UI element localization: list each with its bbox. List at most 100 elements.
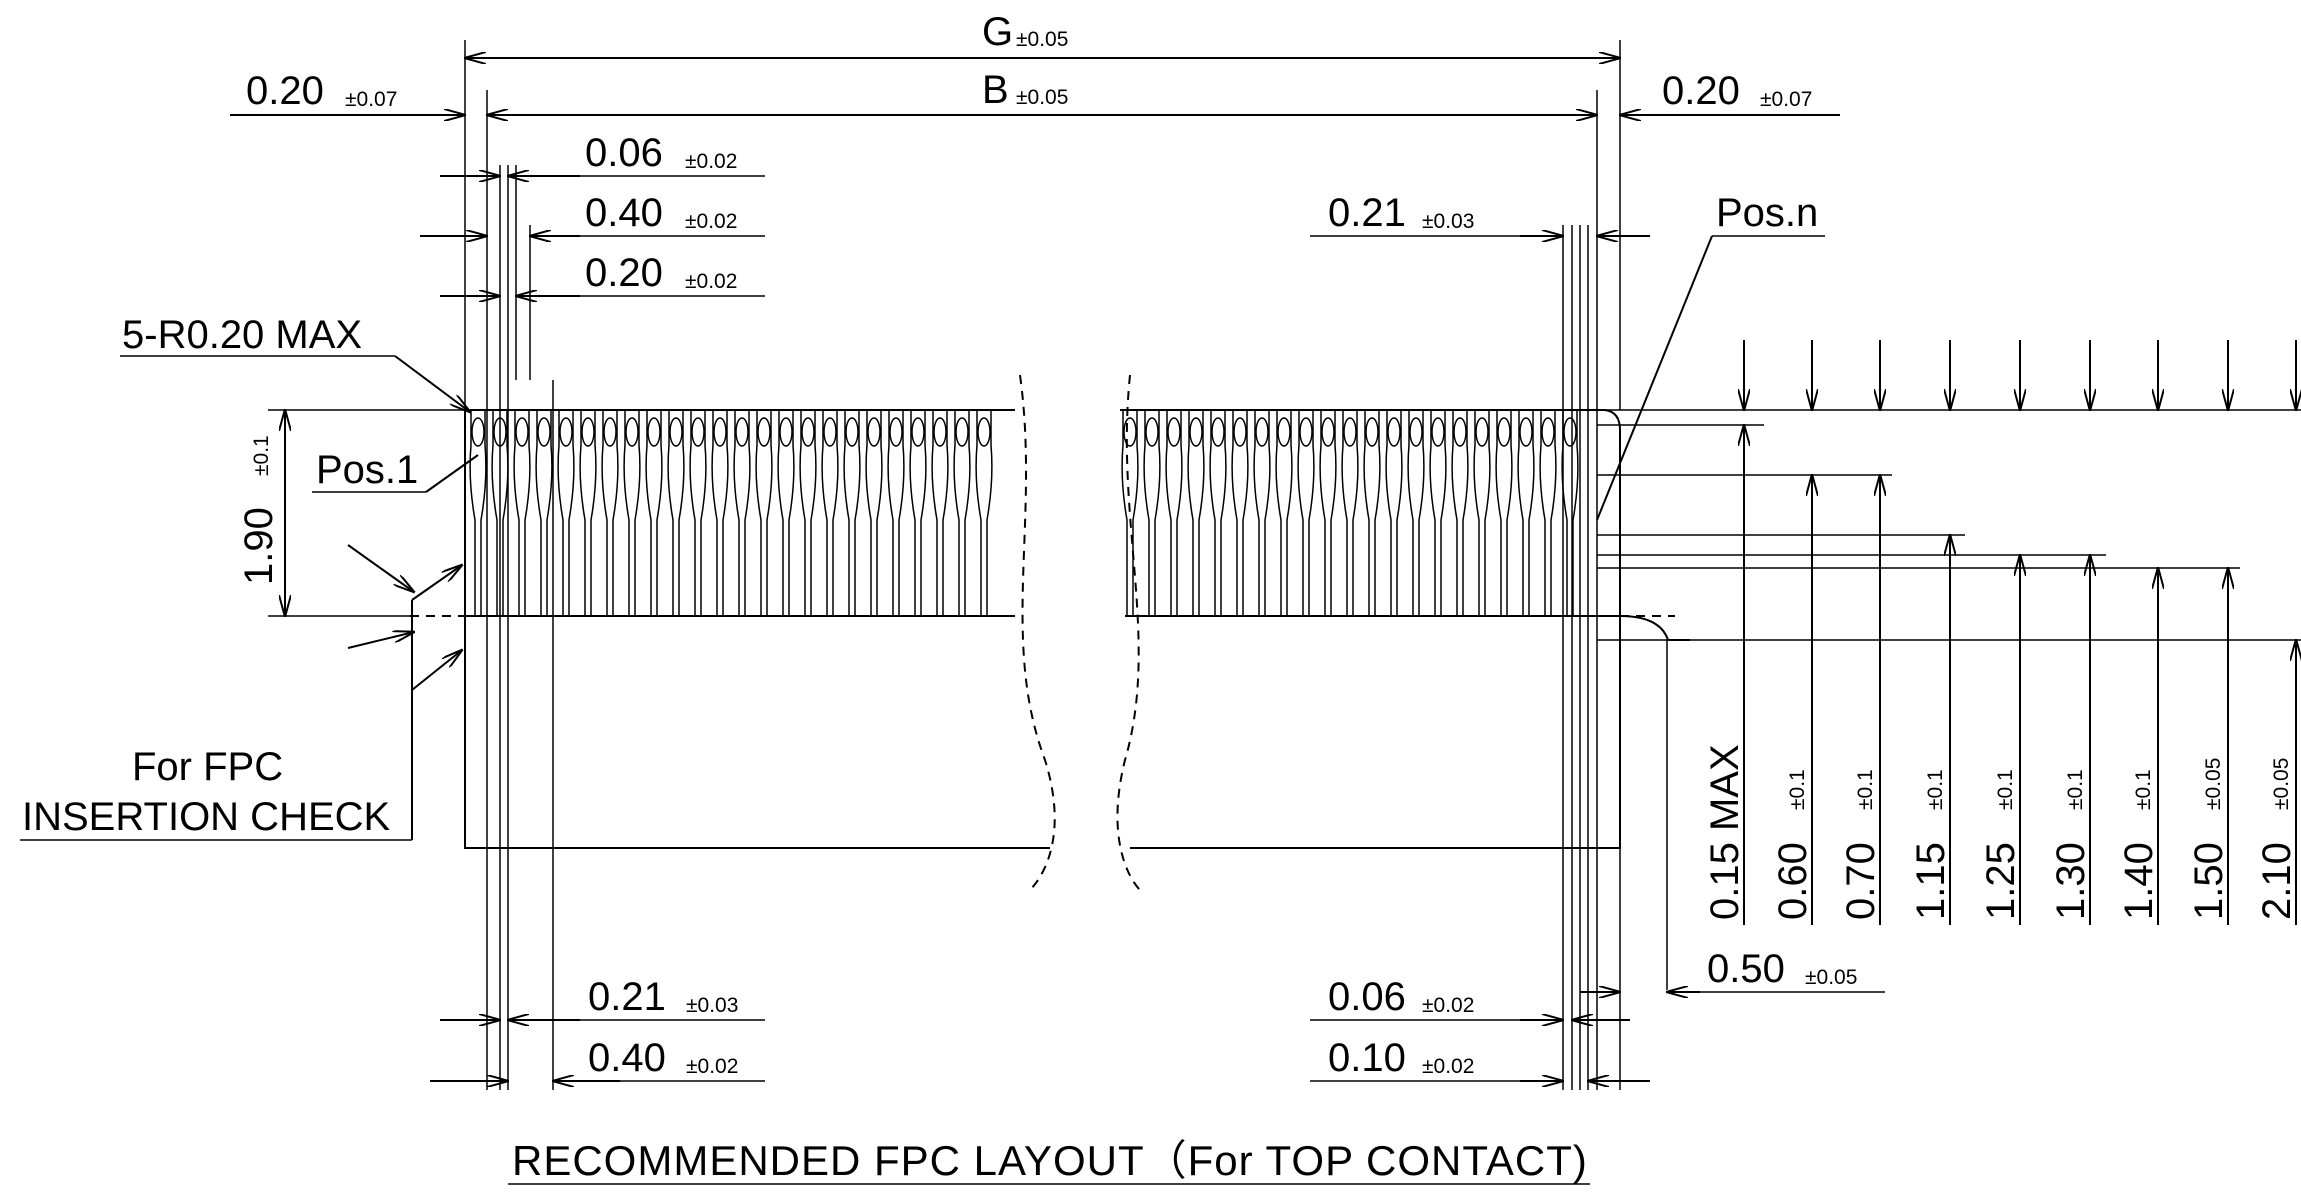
contact-pad	[733, 410, 751, 616]
dim-br-width-value: 0.10	[1328, 1036, 1406, 1080]
insertion-check-line-2: INSERTION CHECK	[22, 795, 391, 839]
contact-pad	[535, 410, 553, 616]
dim-offset-tol: ±0.05	[1805, 966, 1857, 989]
contact-pad-tip	[933, 417, 947, 447]
contact-pad	[1385, 410, 1403, 616]
contact-pad-tip	[1365, 417, 1379, 447]
contact-pad-tip	[559, 417, 573, 447]
vertical-dim-value: 0.15 MAX	[1703, 744, 1747, 920]
contact-pad	[513, 410, 531, 616]
dim-edge-left-value: 0.20	[246, 69, 324, 113]
vertical-dim-value: 1.15	[1909, 842, 1953, 920]
contact-pad	[1561, 410, 1579, 616]
contact-pad	[909, 410, 927, 616]
pos-1-text: Pos.1	[316, 448, 418, 492]
contact-pad-tip	[1123, 417, 1137, 447]
contact-pad-tip	[1145, 417, 1159, 447]
contact-pad	[601, 410, 619, 616]
dim-right-pad-value: 0.21	[1328, 191, 1406, 235]
contact-pad	[843, 410, 861, 616]
break-line-right	[1116, 374, 1141, 891]
contact-pad	[1363, 410, 1381, 616]
contact-pad-tip	[867, 417, 881, 447]
dim-bl-pitch-tol: ±0.02	[686, 1055, 738, 1078]
contact-pad	[1187, 410, 1205, 616]
vertical-dim-value: 1.30	[2049, 842, 2093, 920]
contact-pad-tip	[603, 417, 617, 447]
drawing-title: RECOMMENDED FPC LAYOUT（For TOP CONTACT)	[512, 1137, 1588, 1184]
contact-pad-tip	[1255, 417, 1269, 447]
contact-pads-left	[469, 410, 993, 616]
contact-pad-tip	[1541, 417, 1555, 447]
dimension-bottom-left-pitch: 0.40 ±0.02	[430, 1036, 765, 1081]
dimension-pad-width: 0.20 ±0.02	[440, 251, 765, 296]
break-line-left	[1019, 374, 1056, 891]
contact-pad-tip	[1321, 417, 1335, 447]
vertical-dim-value: 0.70	[1839, 842, 1883, 920]
contact-pad	[667, 410, 685, 616]
contact-pad-tip	[1343, 417, 1357, 447]
vertical-dim-tol: ±0.1	[1786, 769, 1809, 810]
contact-pad-tip	[779, 417, 793, 447]
vertical-dimension: 1.15±0.1	[1909, 340, 1953, 925]
vertical-dim-value: 1.50	[2187, 842, 2231, 920]
contact-pad-tip	[1189, 417, 1203, 447]
contact-pads-right	[1121, 410, 1579, 616]
dim-height-value: 1.90	[237, 507, 281, 585]
vertical-dimension: 0.15 MAX	[1703, 340, 1747, 925]
dimension-gap: 0.06 ±0.02	[440, 131, 765, 176]
dim-br-gap-value: 0.06	[1328, 975, 1406, 1019]
dimension-b: B ±0.05	[487, 68, 1597, 115]
dim-bl-pad-tol: ±0.03	[686, 994, 738, 1017]
dim-br-gap-tol: ±0.02	[1422, 994, 1474, 1017]
contact-pad	[1495, 410, 1513, 616]
contact-pad-tip	[735, 417, 749, 447]
label-corner-radius: 5-R0.20 MAX	[120, 313, 470, 412]
dim-offset-value: 0.50	[1707, 947, 1785, 991]
contact-pad-tip	[625, 417, 639, 447]
contact-pad	[1407, 410, 1425, 616]
contact-pad	[799, 410, 817, 616]
contact-pad	[1253, 410, 1271, 616]
contact-pad	[1121, 410, 1139, 616]
contact-pad	[931, 410, 949, 616]
dim-b-value: B	[982, 68, 1009, 112]
contact-pad	[1275, 410, 1293, 616]
contact-pad-tip	[1211, 417, 1225, 447]
contact-pad-tip	[1299, 417, 1313, 447]
dimension-offset: 0.50 ±0.05	[1580, 947, 1885, 992]
contact-pad	[645, 410, 663, 616]
dim-pad-width-value: 0.20	[585, 251, 663, 295]
contact-pad-tip	[757, 417, 771, 447]
drawing-title-group: RECOMMENDED FPC LAYOUT（For TOP CONTACT)	[508, 1137, 1590, 1185]
contact-pad-tip	[471, 417, 485, 447]
contact-pad-tip	[515, 417, 529, 447]
contact-pad	[469, 410, 487, 616]
vertical-dim-value: 1.40	[2117, 842, 2161, 920]
contact-pad-tip	[713, 417, 727, 447]
contact-pad	[777, 410, 795, 616]
label-pos-1: Pos.1	[312, 448, 479, 493]
contact-pad-tip	[845, 417, 859, 447]
contact-pad-tip	[1497, 417, 1511, 447]
insertion-check-line-1: For FPC	[132, 745, 283, 789]
contact-pad-tip	[801, 417, 815, 447]
vertical-dim-value: 2.10	[2255, 842, 2299, 920]
contact-pad	[1165, 410, 1183, 616]
vertical-dim-tol: ±0.1	[2132, 769, 2155, 810]
contact-pad-tip	[691, 417, 705, 447]
vertical-dim-tol: ±0.05	[2202, 758, 2225, 810]
extension-lines	[268, 40, 1668, 1090]
vertical-dimension: 2.10±0.05	[2255, 340, 2299, 925]
vertical-dim-value: 0.60	[1771, 842, 1815, 920]
vertical-dimension: 0.70±0.1	[1839, 340, 1883, 925]
dim-pad-width-tol: ±0.02	[685, 270, 737, 293]
contact-pad-tip	[1475, 417, 1489, 447]
vertical-dim-tol: ±0.1	[1994, 769, 2017, 810]
vertical-dim-tol: ±0.1	[2064, 769, 2087, 810]
contact-pad-tip	[1277, 417, 1291, 447]
vertical-dimension: 1.50 ±0.05	[2187, 340, 2231, 925]
contact-pad	[887, 410, 905, 616]
dimension-edge-right: 0.20 ±0.07	[1620, 69, 1840, 115]
